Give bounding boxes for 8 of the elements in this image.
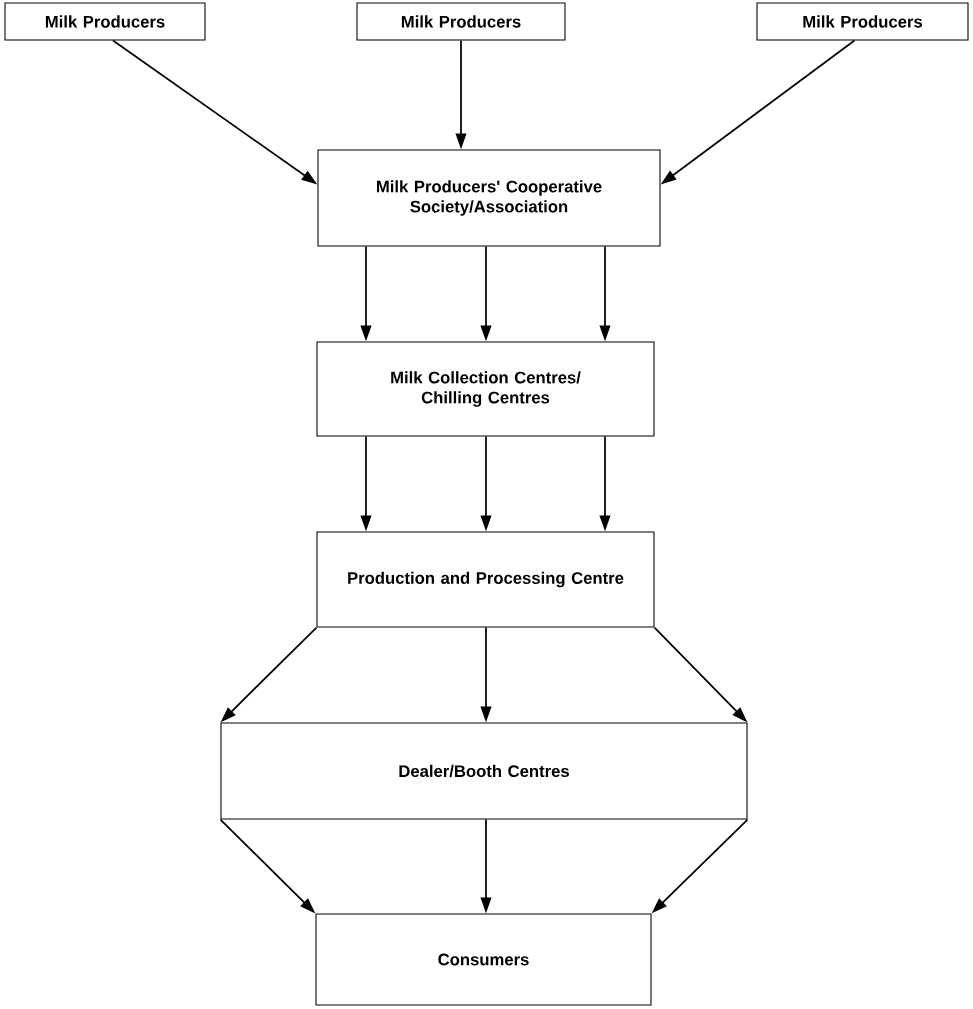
process-box: Milk Producers' Cooperative Society/Association — [317, 149, 661, 247]
process-box: Milk Producers — [356, 2, 566, 41]
process-box: Production and Processing Centre — [316, 531, 655, 628]
process-box: Dealer/Booth Centres — [220, 722, 748, 820]
process-box: Milk Producers — [756, 2, 969, 41]
process-box: Milk Collection Centres/ Chilling Centres — [316, 341, 655, 437]
process-box: Consumers — [315, 913, 652, 1006]
process-box: Milk Producers — [4, 2, 206, 41]
